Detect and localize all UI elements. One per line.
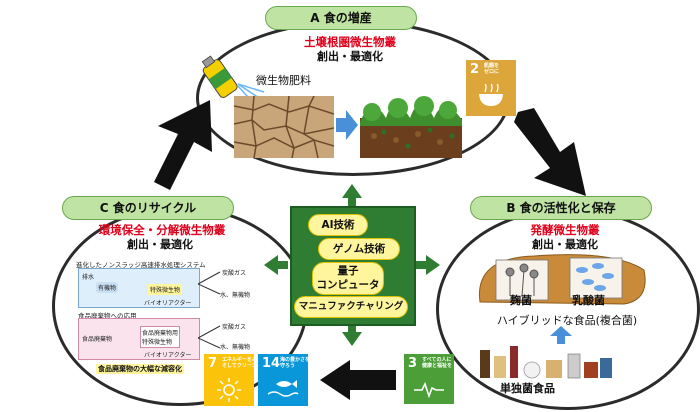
sdg-3-icon: 3 すべての人に 健康と福祉を: [404, 354, 454, 404]
section-a-subtitle: 創出・最適化: [317, 50, 383, 63]
bioreactor-label: バイオリアクター: [144, 300, 192, 307]
water-inorganic-label: 水、無機物: [220, 292, 251, 299]
center-arrows: [264, 184, 440, 346]
center-item-quantum: 量子 コンピュータ: [312, 262, 384, 295]
food-waste-title: 食品廃棄物への応用: [78, 312, 137, 320]
center-item-manufacturing: マニュファクチャリング: [294, 296, 408, 318]
carbon-gas-label: 炭酸ガス: [222, 270, 247, 277]
sdg-7-icon: 7 エネルギーをみんなに そしてクリーンに: [204, 354, 272, 406]
bioreactor-2-label: バイオリアクター: [144, 352, 192, 359]
plants-image: [360, 96, 462, 158]
carbon-gas-2-label: 炭酸ガス: [222, 324, 247, 331]
lactic-label: 乳酸菌: [572, 294, 605, 307]
output-arrows-1: [198, 271, 221, 295]
special-microbe-label: 特殊微生物: [148, 284, 183, 295]
section-b-subtitle: 創出・最適化: [532, 238, 598, 251]
organic-label: 有機物: [96, 282, 119, 293]
section-b-header: B 食の活性化と保存: [470, 196, 652, 220]
single-food-label: 単独菌食品: [500, 382, 555, 395]
reduction-label: 食品廃棄物の大幅な減容化: [96, 364, 184, 374]
section-c-red-title: 環境保全・分解微生物叢: [98, 223, 226, 237]
waste-water-label: 排水: [82, 274, 95, 281]
arrow-c-to-a: [154, 100, 212, 190]
arrow-b-to-c: [320, 360, 396, 400]
center-item-ai: AI技術: [308, 214, 368, 236]
system-title: 進化したノンスラッジ高速排水処理システム: [76, 261, 206, 269]
center-item-genome: ゲノム技術: [318, 238, 400, 260]
sdg-2-icon: 2 飢餓を ゼロに: [466, 60, 516, 116]
cracked-soil-image: [234, 96, 334, 158]
growth-arrow-icon: [336, 110, 358, 140]
section-b-red-title: 発酵微生物叢: [530, 223, 600, 237]
section-c-subtitle: 創出・最適化: [127, 238, 193, 251]
output-arrows-2: [198, 325, 221, 349]
bread-image: [478, 254, 646, 305]
food-waste-special-label: 食品廃棄物用 特殊微生物: [140, 326, 181, 348]
up-arrow-icon: [550, 326, 572, 344]
water-inorganic-2-label: 水、無機物: [220, 344, 251, 351]
fertilizer-label: 微生物肥料: [256, 74, 311, 87]
food-waste-label: 食品廃棄物: [82, 336, 113, 343]
bottle-icon: [201, 55, 238, 98]
arrow-a-to-b: [514, 108, 586, 196]
hybrid-food-label: ハイブリッドな食品(複合菌): [496, 314, 638, 327]
section-a-header: A 食の増産: [265, 6, 417, 30]
section-c-header: C 食のリサイクル: [62, 196, 234, 220]
food-products-image: [480, 346, 612, 379]
section-a-red-title: 土壌根圏微生物叢: [304, 35, 396, 49]
koji-label: 麹菌: [510, 294, 532, 307]
sdg-14-icon: 14 海の豊かさを 守ろう: [258, 354, 310, 406]
